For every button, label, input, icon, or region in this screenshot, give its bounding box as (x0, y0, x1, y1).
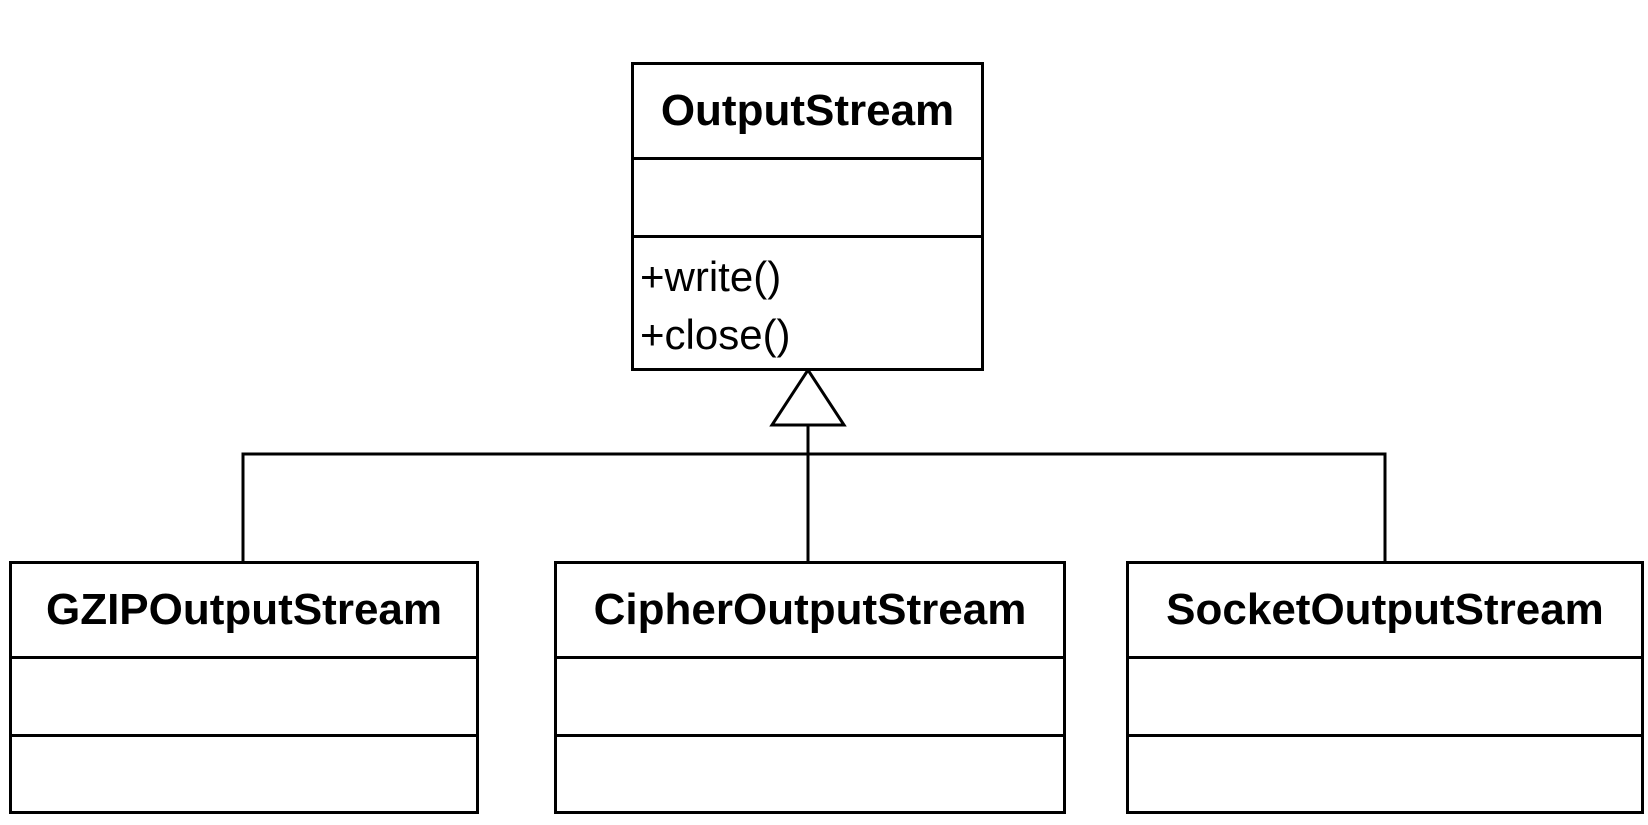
class-gzipoutputstream[interactable]: GZIPOutputStream (9, 561, 479, 814)
generalization-line-gzip (241, 452, 808, 561)
class-name-gzipoutputstream: GZIPOutputStream (45, 585, 443, 634)
generalization-line-socket (808, 452, 1387, 561)
operation-write: +write() (640, 253, 782, 300)
class-socketoutputstream[interactable]: SocketOutputStream (1126, 561, 1644, 814)
attributes-compartment-outputstream (634, 157, 981, 235)
attributes-compartment-cipheroutputstream (557, 656, 1063, 734)
operations-compartment-gzipoutputstream (12, 734, 476, 811)
class-name-outputstream: OutputStream (660, 86, 955, 135)
operations-compartment-cipheroutputstream (557, 734, 1063, 811)
attributes-compartment-socketoutputstream (1129, 656, 1641, 734)
generalization-arrowhead (769, 367, 847, 427)
class-outputstream[interactable]: OutputStream +write() +close() (631, 62, 984, 371)
operations-compartment-outputstream: +write() +close() (634, 235, 981, 368)
operations-compartment-socketoutputstream (1129, 734, 1641, 811)
class-name-cipheroutputstream: CipherOutputStream (593, 585, 1027, 634)
class-cipheroutputstream[interactable]: CipherOutputStream (554, 561, 1066, 814)
class-name-socketoutputstream: SocketOutputStream (1166, 585, 1604, 634)
operation-close: +close() (640, 311, 791, 358)
attributes-compartment-gzipoutputstream (12, 656, 476, 734)
